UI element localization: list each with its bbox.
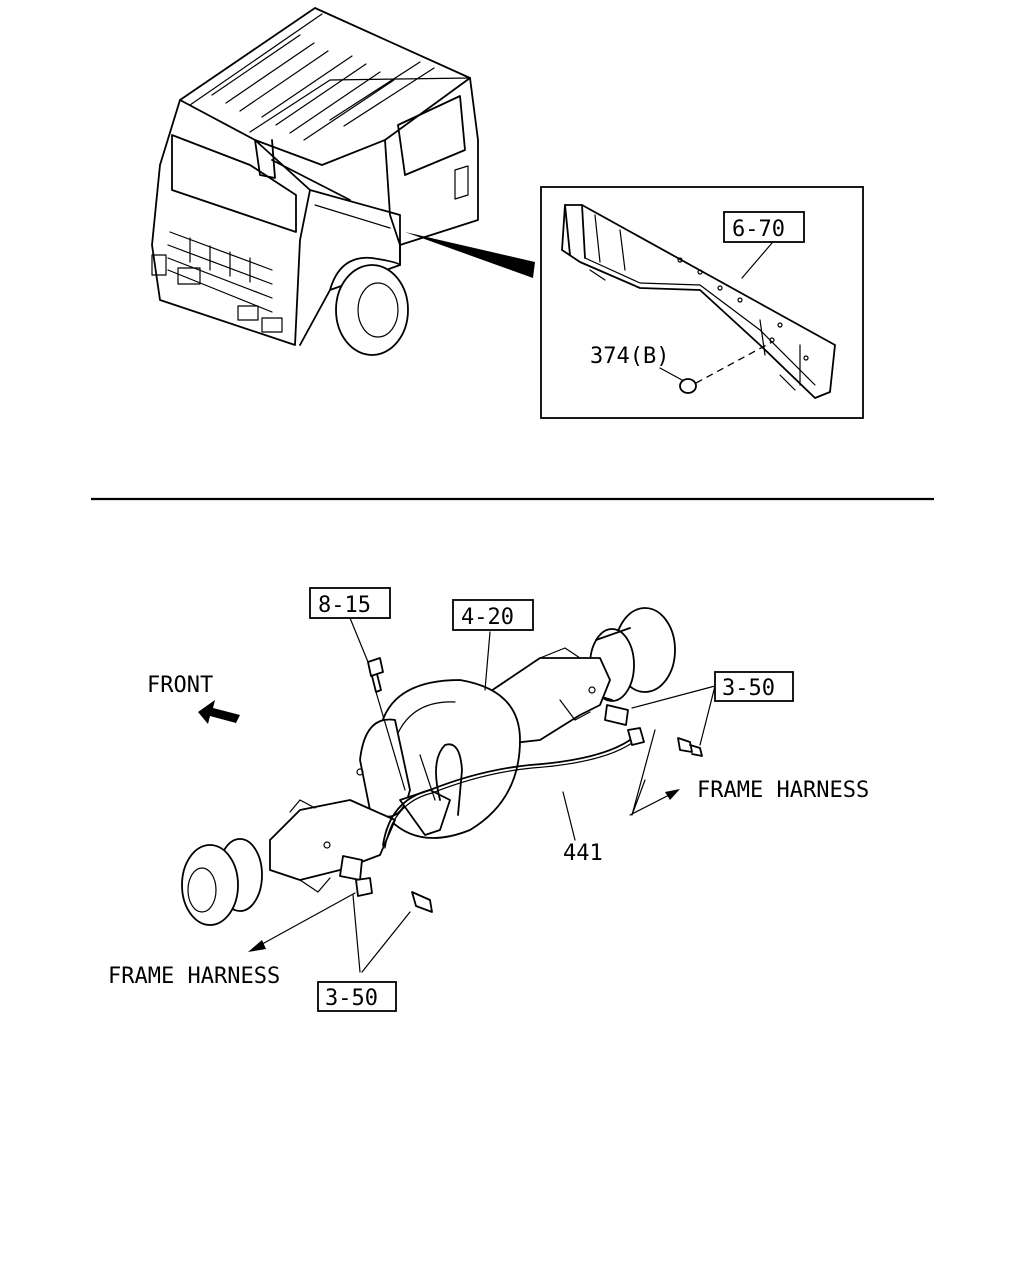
rubber-plug [679, 378, 697, 394]
callout-bolt-ref: 8-15 [318, 593, 371, 618]
callout-axle-ref: 4-20 [461, 605, 514, 630]
front-label: FRONT [147, 673, 213, 698]
front-arrow-icon [198, 700, 240, 724]
callout-bracket-ref-right: 3-50 [722, 676, 775, 701]
frame-crossmember-illustration [561, 204, 836, 399]
truck-cab-illustration [151, 7, 535, 356]
frame-harness-arrow-left-icon [248, 892, 356, 952]
callout-box-axle [452, 599, 534, 631]
callout-bracket-ref-left: 3-50 [325, 986, 378, 1011]
callout-plug-ref: 374(B) [590, 344, 669, 369]
frame-harness-label-right: FRAME HARNESS [697, 778, 869, 803]
frame-harness-arrow-right-icon [629, 789, 680, 816]
detail-inset-frame [540, 186, 864, 419]
detail-pointer [405, 232, 535, 278]
frame-harness-label-left: FRAME HARNESS [108, 964, 280, 989]
callout-frame-ref: 6-70 [732, 217, 785, 242]
callout-box-bracket-right [714, 671, 794, 702]
callout-box-bracket-left [317, 981, 397, 1012]
rear-axle-illustration [181, 607, 716, 973]
callout-harness-ref: 441 [563, 841, 603, 866]
callout-box-frame [723, 211, 805, 243]
